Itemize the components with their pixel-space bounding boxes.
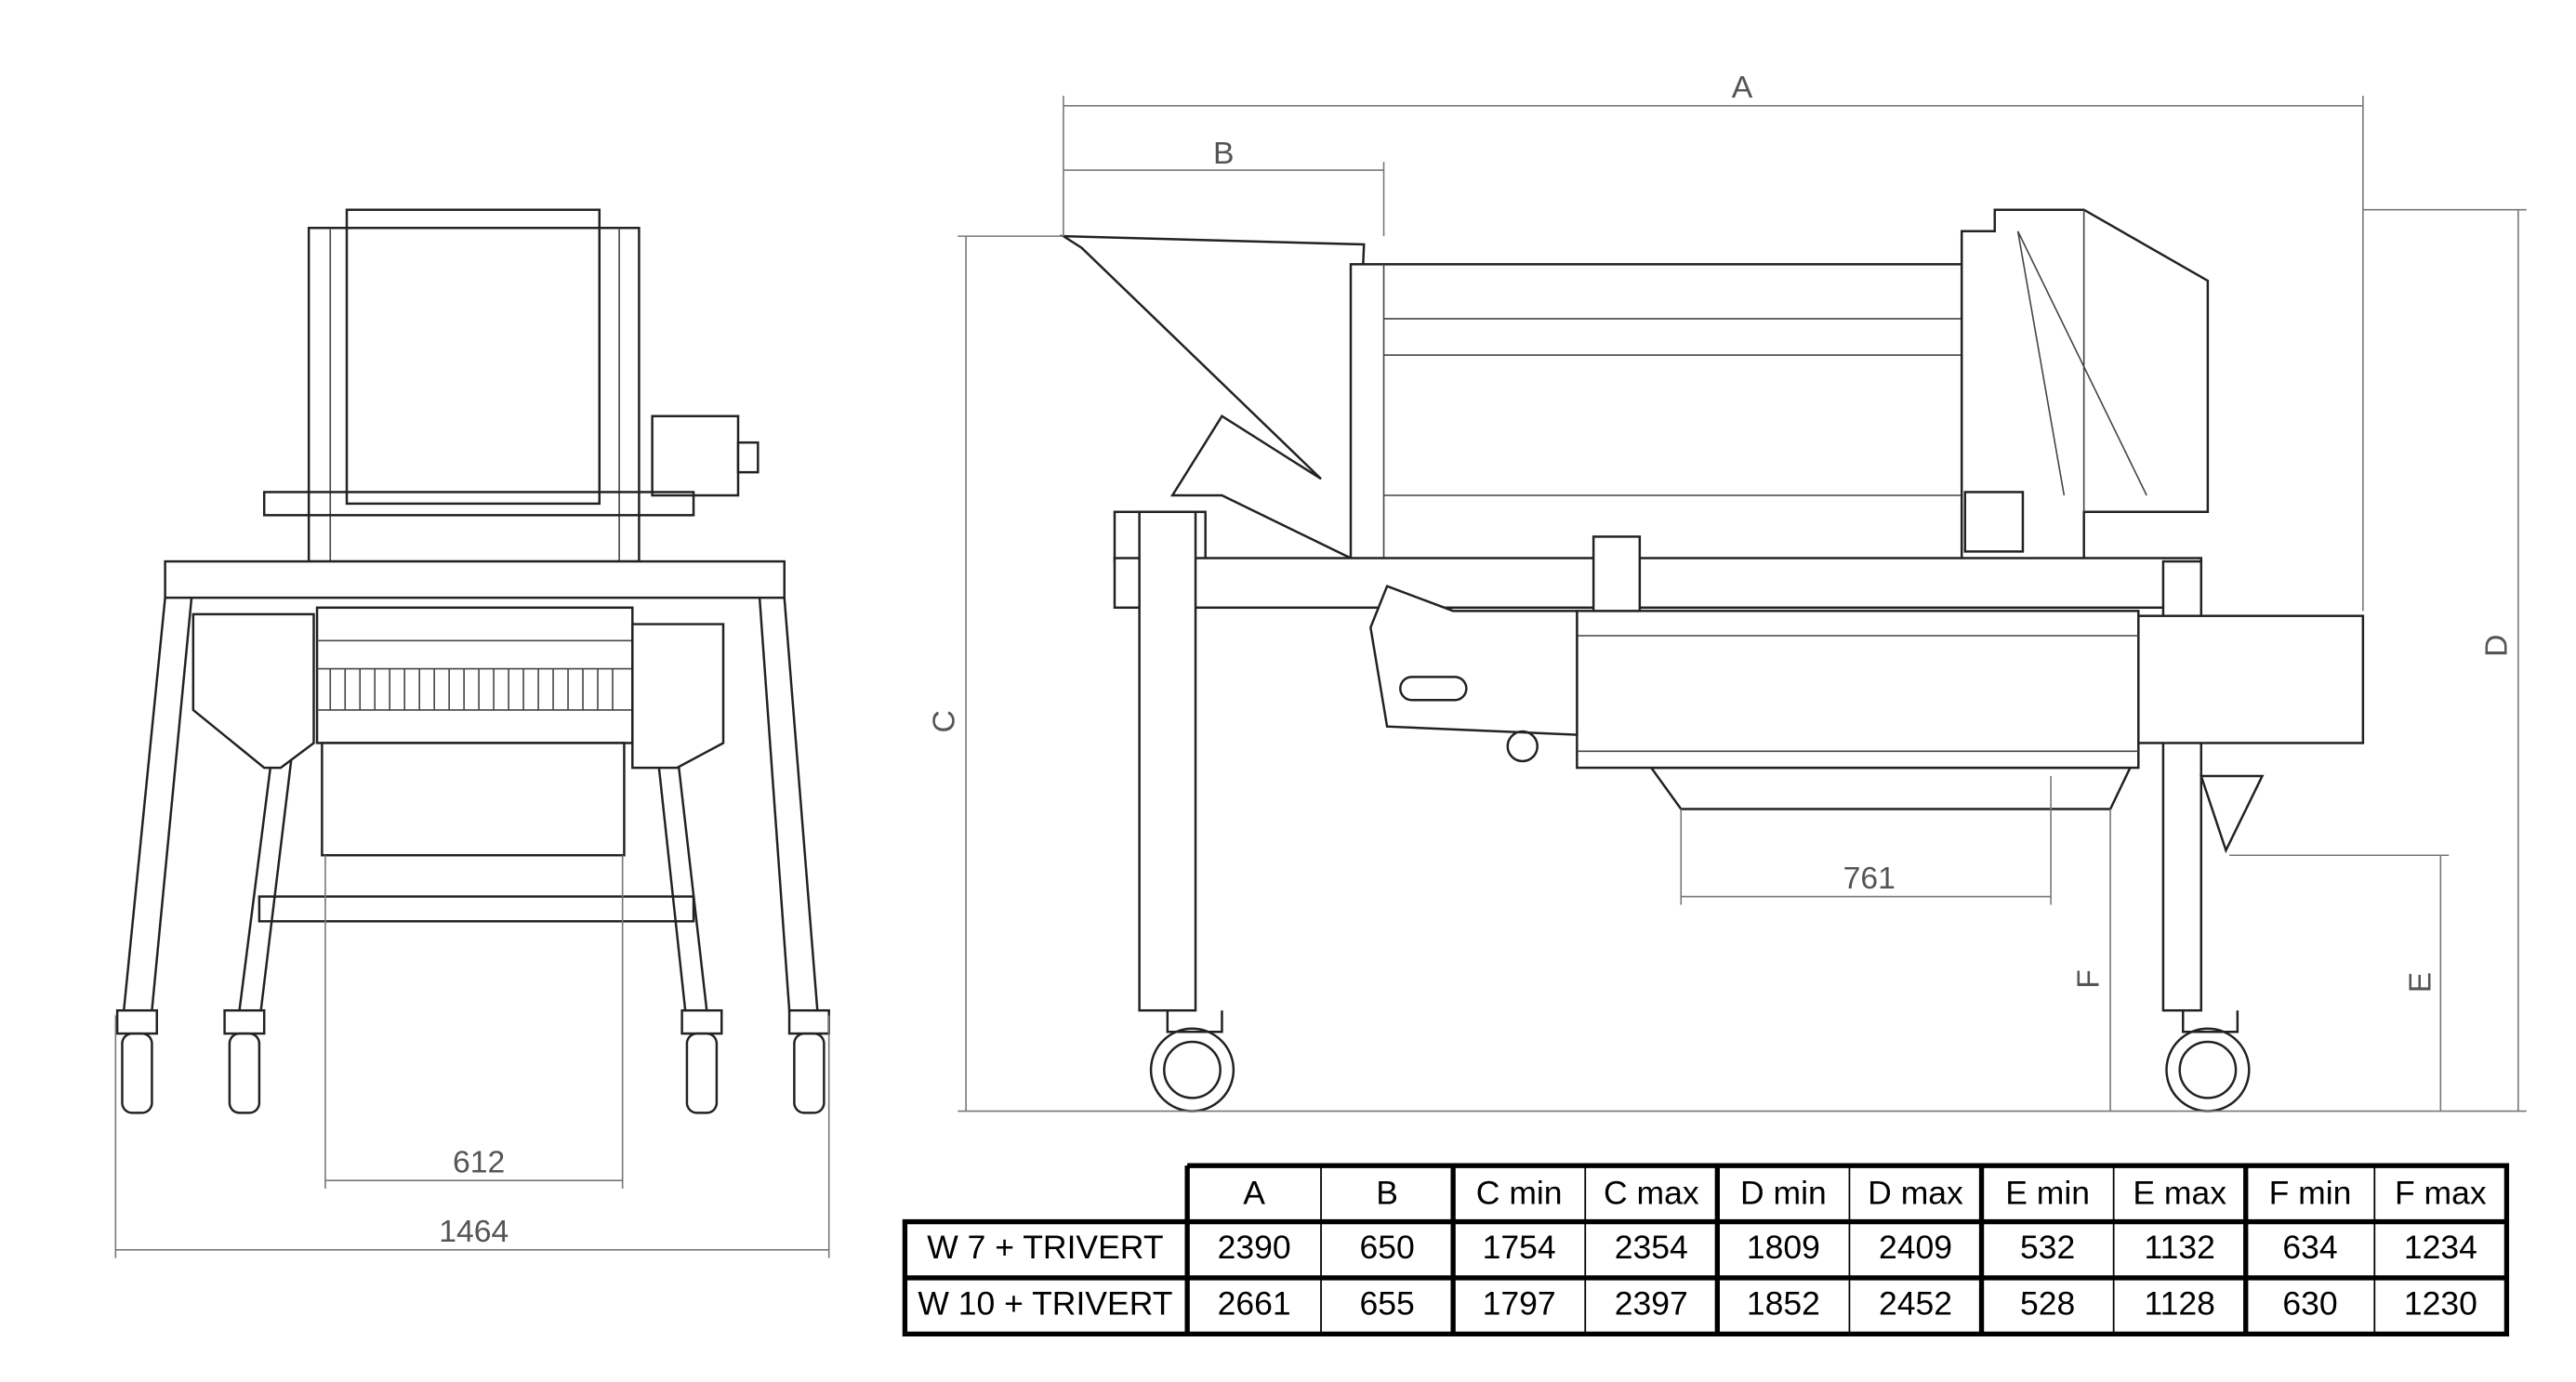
feed-mechanism [1369, 585, 1579, 736]
table-cell: 2354 [1615, 1229, 1688, 1266]
table-cell: 630 [2282, 1285, 2337, 1323]
hopper-side [1059, 234, 1366, 560]
dim-D-label: D [2478, 634, 2514, 656]
table-top [1113, 557, 2203, 610]
dim-612-label: 612 [453, 1144, 505, 1179]
table-cell: 1230 [2404, 1285, 2477, 1323]
table-cell: 532 [2020, 1229, 2075, 1266]
output-conveyor [2137, 614, 2365, 744]
motor-box [651, 415, 740, 497]
row-model-label: W 7 + TRIVERT [927, 1229, 1163, 1266]
side-view: A B C D E F 761 [927, 70, 2527, 1112]
top-frame [164, 559, 786, 599]
table-header: B [1376, 1175, 1398, 1212]
table-header: F min [2269, 1175, 2352, 1212]
dim-761-label: 761 [1843, 861, 1896, 896]
table-cell: 1809 [1747, 1229, 1820, 1266]
table-cell: 2397 [1615, 1285, 1688, 1323]
table-header: E max [2133, 1175, 2226, 1212]
table-cell: 1234 [2404, 1229, 2477, 1266]
drum [315, 606, 634, 744]
dim-C-label: C [927, 710, 962, 732]
table-cell: 1852 [1747, 1285, 1820, 1323]
dim-E-label: E [2403, 972, 2438, 994]
table-cell: 1797 [1483, 1285, 1556, 1323]
table-cell: 1132 [2145, 1229, 2215, 1266]
dim-A-label: A [1732, 70, 1753, 105]
table-cell: 634 [2282, 1229, 2337, 1266]
caster-wheel [793, 1032, 826, 1114]
table-header: D max [1868, 1175, 1963, 1212]
table-cell: 2390 [1218, 1229, 1291, 1266]
caster-mount [223, 1008, 266, 1035]
table-cell: 655 [1359, 1285, 1414, 1323]
left-leg [1138, 510, 1197, 1012]
dimensions-table: W 7 + TRIVERT W 10 + TRIVERT A B C min C ma… [902, 1163, 2510, 1337]
right-side-box [631, 623, 725, 770]
dim-1464-label: 1464 [439, 1214, 509, 1249]
caster-mount [680, 1008, 723, 1035]
table-cell: 2661 [1218, 1285, 1291, 1323]
table-header: C min [1476, 1175, 1563, 1212]
table-cell: 1128 [2145, 1285, 2215, 1323]
front-view: 612 1464 [114, 208, 830, 1258]
caster-wheel [685, 1032, 719, 1114]
table-cell: 2409 [1879, 1229, 1952, 1266]
trivert-conveyor [1576, 610, 2140, 770]
hopper-front [345, 208, 601, 506]
table-header: E min [2005, 1175, 2090, 1212]
table-header: D min [1740, 1175, 1827, 1212]
table-cell: 528 [2020, 1285, 2075, 1323]
dim-B-label: B [1213, 136, 1235, 171]
caster-mount [787, 1008, 830, 1035]
main-frame [1349, 263, 1963, 563]
caster-wheel [121, 1032, 153, 1114]
table-cell: 2452 [1879, 1285, 1952, 1323]
table-header: F max [2395, 1175, 2487, 1212]
sorting-hood [1960, 208, 2210, 563]
caster-mount [115, 1008, 158, 1035]
table-cell: 1754 [1483, 1229, 1556, 1266]
collection-bin [321, 742, 626, 857]
left-control-box [192, 612, 315, 770]
row-model-label: W 10 + TRIVERT [918, 1285, 1172, 1323]
table-cell: 650 [1359, 1229, 1414, 1266]
caster-wheel [228, 1032, 261, 1114]
table-header: C max [1604, 1175, 1699, 1212]
table-header: A [1243, 1175, 1265, 1212]
lower-tray [1648, 766, 2133, 810]
dim-F-label: F [2071, 969, 2107, 989]
